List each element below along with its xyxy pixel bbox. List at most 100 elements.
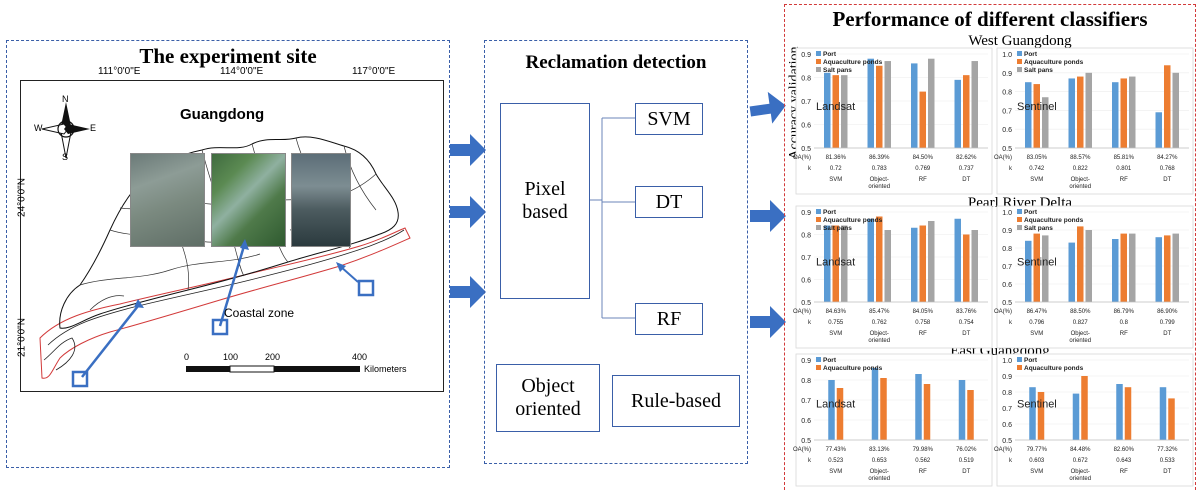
legend-swatch [816, 365, 821, 370]
bar [967, 390, 974, 440]
bar [1033, 233, 1040, 302]
classifier-connector [590, 117, 636, 319]
legend-label: Aquaculture ponds [823, 365, 883, 372]
oa-value: 85.81% [1114, 155, 1135, 161]
satellite-image-1 [130, 153, 205, 247]
bar [884, 230, 891, 302]
lon-label: 114°0'0"E [220, 66, 264, 77]
category-label: RF [1120, 469, 1128, 475]
kappa-value: 0.533 [1160, 458, 1176, 464]
category-label: SVM [1030, 469, 1043, 475]
kappa-value: 0.755 [828, 320, 844, 326]
y-tick-label: 0.9 [801, 52, 811, 59]
compass-e-label: E [90, 123, 97, 133]
y-tick-label: 0.8 [1002, 90, 1012, 97]
category-label: oriented [1069, 338, 1091, 344]
oa-value: 84.05% [913, 309, 934, 315]
kappa-value: 0.769 [915, 166, 931, 172]
kappa-value: 0.72 [830, 166, 842, 172]
legend-swatch [1017, 225, 1022, 230]
legend-swatch [1017, 217, 1022, 222]
legend-label: Port [823, 357, 837, 364]
category-label: Object- [1071, 469, 1090, 475]
oa-value: 79.77% [1027, 447, 1048, 453]
category-label: RF [919, 331, 927, 337]
oa-row-label: OA(%) [793, 447, 811, 453]
scale-unit: Kilometers [364, 364, 407, 374]
scale-tick: 100 [223, 352, 239, 362]
bar [876, 65, 883, 148]
bar [832, 75, 839, 148]
y-tick-label: 0.6 [801, 418, 811, 425]
oa-value: 84.50% [913, 155, 934, 161]
legend-swatch [816, 209, 821, 214]
y-tick-label: 0.5 [801, 438, 811, 445]
legend-swatch [1017, 59, 1022, 64]
bar [928, 58, 935, 149]
category-label: SVM [829, 177, 842, 183]
bar [915, 374, 922, 440]
compass-n-label: N [62, 94, 69, 104]
category-label: DT [962, 177, 970, 183]
legend-swatch [1017, 357, 1022, 362]
legend-label: Aquaculture ponds [823, 217, 883, 224]
bar [971, 230, 978, 302]
legend-label: Port [1024, 209, 1038, 216]
bar [1112, 82, 1119, 148]
category-label: Object- [870, 177, 889, 183]
y-tick-label: 1.0 [1002, 210, 1012, 217]
kappa-value: 0.762 [872, 320, 888, 326]
satellite-image-2 [211, 153, 286, 247]
bar [1081, 376, 1088, 440]
y-tick-label: 0.9 [1002, 228, 1012, 235]
kappa-value: 0.754 [959, 320, 975, 326]
y-tick-label: 0.9 [801, 210, 811, 217]
bar [884, 61, 891, 148]
oa-row-label: OA(%) [793, 155, 811, 161]
category-label: oriented [868, 476, 890, 482]
coastal-zone-label: Coastal zone [224, 306, 295, 320]
y-tick-label: 0.6 [1002, 282, 1012, 289]
oa-value: 83.76% [956, 309, 977, 315]
category-label: SVM [1030, 177, 1043, 183]
bar [928, 221, 935, 302]
oa-value: 77.32% [1157, 447, 1178, 453]
bar [1172, 72, 1179, 148]
category-label: RF [1120, 177, 1128, 183]
bar [1155, 237, 1162, 302]
dt-box: DT [635, 186, 703, 218]
lon-label: 117°0'0"E [352, 66, 396, 77]
bar [1077, 76, 1084, 148]
bar [1164, 65, 1171, 148]
bar [1120, 78, 1127, 148]
oa-value: 82.60% [1114, 447, 1135, 453]
category-label: SVM [1030, 331, 1043, 337]
y-tick-label: 0.7 [1002, 264, 1012, 271]
bar [867, 218, 874, 302]
category-label: DT [1163, 469, 1171, 475]
oa-value: 86.39% [869, 155, 890, 161]
legend-swatch [816, 51, 821, 56]
bar [836, 388, 844, 440]
y-tick-label: 0.7 [1002, 406, 1012, 413]
legend-swatch [816, 67, 821, 72]
bar [841, 75, 848, 148]
bar [867, 58, 874, 149]
legend-label: Port [823, 209, 837, 216]
pixel-based-box: Pixel based [500, 103, 590, 299]
kappa-value: 0.8 [1120, 320, 1129, 326]
bar [841, 225, 848, 302]
performance-panel [784, 4, 1196, 490]
oa-value: 86.90% [1157, 309, 1178, 315]
legend-label: Salt pans [823, 225, 852, 232]
bar [1037, 392, 1045, 440]
kappa-value: 0.822 [1073, 166, 1089, 172]
legend-swatch [816, 225, 821, 230]
category-label: Object- [1071, 177, 1090, 183]
kappa-value: 0.737 [959, 166, 975, 172]
bar [1168, 398, 1175, 440]
svm-box: SVM [635, 103, 703, 135]
y-tick-label: 0.5 [801, 300, 811, 307]
y-tick-label: 0.8 [801, 233, 811, 240]
bar [963, 75, 970, 148]
